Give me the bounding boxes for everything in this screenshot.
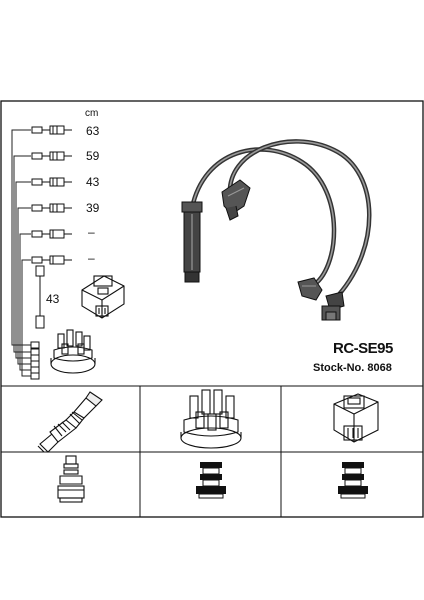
wire-connector-dash-1: [31, 229, 72, 239]
wire-connector-63: [31, 125, 72, 135]
length-unit-label: cm: [85, 108, 99, 119]
wire-connector-vertical: [35, 265, 45, 329]
spark-plug-icon: [37, 391, 103, 453]
distributor-cap-icon: [180, 389, 242, 449]
legend-distributor-cap-icon: [50, 329, 96, 374]
cable-length-2: 59: [86, 149, 100, 163]
terminal-stack: [30, 341, 40, 380]
cap-terminal-connector-icon: [196, 462, 226, 499]
cable-length-6: –: [88, 251, 95, 265]
wire-legend: [11, 129, 31, 377]
ignition-coil-icon: [333, 393, 379, 443]
coil-terminal-connector-icon: [338, 462, 368, 499]
grid-frame: [0, 100, 424, 518]
stock-number: Stock-No. 8068: [313, 362, 392, 374]
ignition-cable-set-icon: [181, 139, 372, 321]
wire-connector-39: [31, 203, 72, 213]
cable-length-4: 39: [86, 201, 100, 215]
cable-length-3: 43: [86, 175, 100, 189]
legend-ignition-coil-icon: [81, 275, 125, 319]
part-number: RC-SE95: [333, 340, 393, 357]
wire-connector-59: [31, 151, 72, 161]
cable-length-5: –: [88, 225, 95, 239]
cable-length-1: 63: [86, 124, 100, 138]
wire-connector-dash-2: [31, 255, 72, 265]
plug-boot-connector-icon: [57, 455, 85, 503]
wire-connector-43: [31, 177, 72, 187]
cable-length-7: 43: [46, 292, 60, 306]
